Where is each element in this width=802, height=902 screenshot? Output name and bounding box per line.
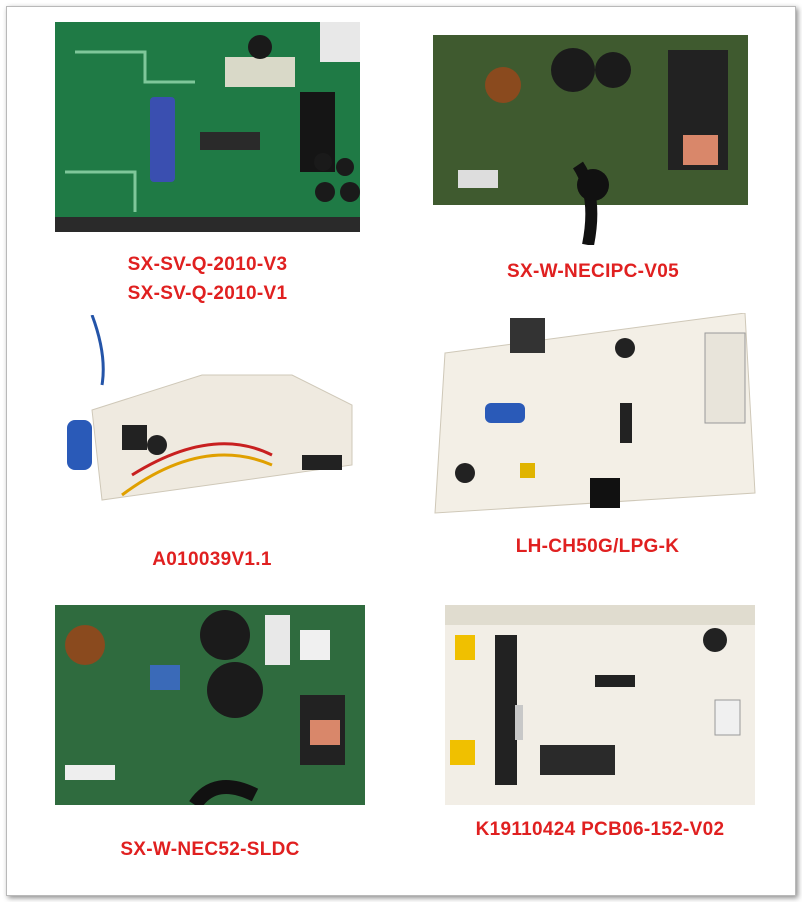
pcb-photo-4 — [425, 313, 770, 523]
white-pcb-image — [445, 605, 755, 805]
product-label-2: SX-W-NECIPC-V05 — [507, 261, 679, 282]
white-pcb-image — [425, 313, 770, 523]
white-pcb-image — [62, 315, 362, 510]
product-label-5: SX-W-NEC52-SLDC — [120, 839, 300, 860]
green-pcb-image — [418, 35, 768, 245]
green-pcb-image — [55, 605, 365, 805]
green-pcb-image — [55, 22, 360, 232]
pcb-photo-6 — [445, 605, 755, 805]
pcb-photo-3 — [62, 315, 362, 510]
pcb-photo-1 — [55, 22, 360, 232]
product-label-1a: SX-SV-Q-2010-V3 — [127, 254, 288, 275]
pcb-photo-5 — [55, 605, 365, 805]
product-label-4: LH-CH50G/LPG-K — [515, 536, 680, 557]
product-label-1b: SX-SV-Q-2010-V1 — [127, 283, 288, 304]
product-label-3: A010039V1.1 — [152, 549, 272, 570]
product-label-6: K19110424 PCB06-152-V02 — [475, 819, 725, 840]
pcb-photo-2 — [418, 35, 768, 245]
